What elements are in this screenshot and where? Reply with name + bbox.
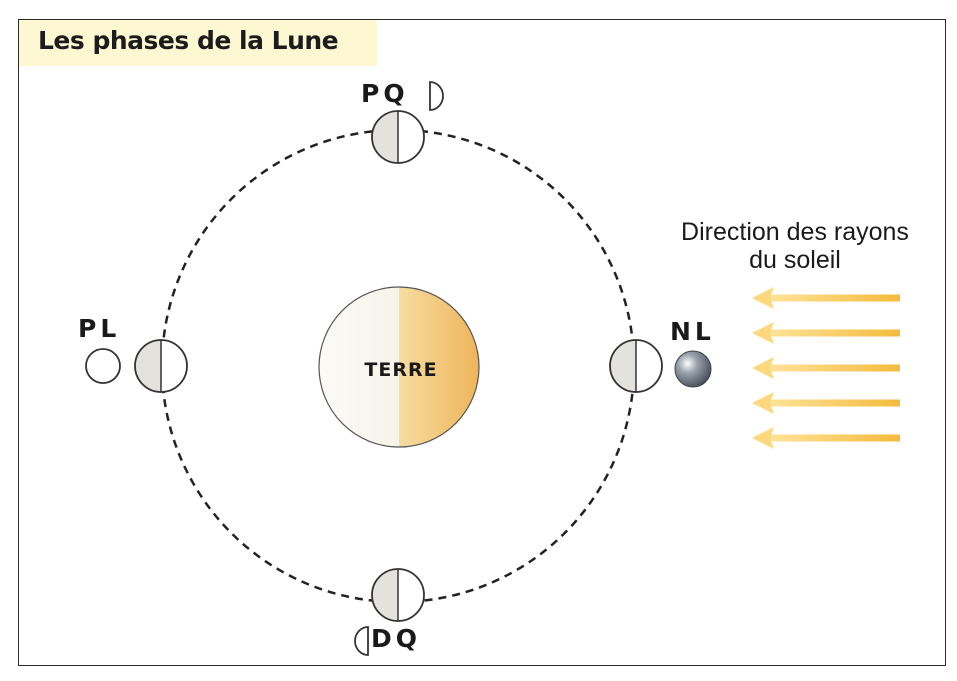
label-new-moon: NL (670, 317, 715, 346)
last-quarter-icon (354, 626, 369, 656)
sun-ray-arrow (752, 357, 900, 379)
moon-lit-half (161, 340, 187, 392)
sun-rays (752, 287, 900, 449)
moon-new-orbit (609, 339, 663, 393)
moon-full-orbit (134, 339, 188, 393)
label-full-moon: PL (78, 314, 121, 343)
moon-last-quarter-orbit (371, 568, 425, 622)
sun-direction-line1: Direction des rayons (681, 218, 909, 246)
new-moon-icon (674, 350, 712, 388)
moon-lit-half (398, 569, 424, 621)
diagram-title: Les phases de la Lune (38, 26, 339, 55)
sun-ray-arrow (752, 287, 900, 309)
title-banner (19, 20, 377, 66)
full-moon-icon (85, 348, 121, 384)
first-quarter-icon (429, 81, 444, 111)
sun-direction-line2: du soleil (749, 246, 841, 274)
sun-ray-arrow (752, 322, 900, 344)
moon-first-quarter-orbit (371, 110, 425, 164)
label-last-quarter: DQ (371, 624, 422, 653)
moon-dark-half (135, 340, 161, 392)
moon-dark-half (372, 111, 398, 163)
sun-direction-label: Direction des rayons du soleil (652, 218, 938, 274)
sun-ray-arrow (752, 427, 900, 449)
sun-ray-arrow (752, 392, 900, 414)
earth: TERRE (318, 286, 480, 448)
moon-dark-half (610, 340, 636, 392)
moon-dark-half (372, 569, 398, 621)
moon-lit-half (636, 340, 662, 392)
moon-lit-half (398, 111, 424, 163)
earth-disc (318, 286, 480, 448)
earth-label: TERRE (364, 359, 437, 381)
label-first-quarter: PQ (361, 79, 409, 108)
